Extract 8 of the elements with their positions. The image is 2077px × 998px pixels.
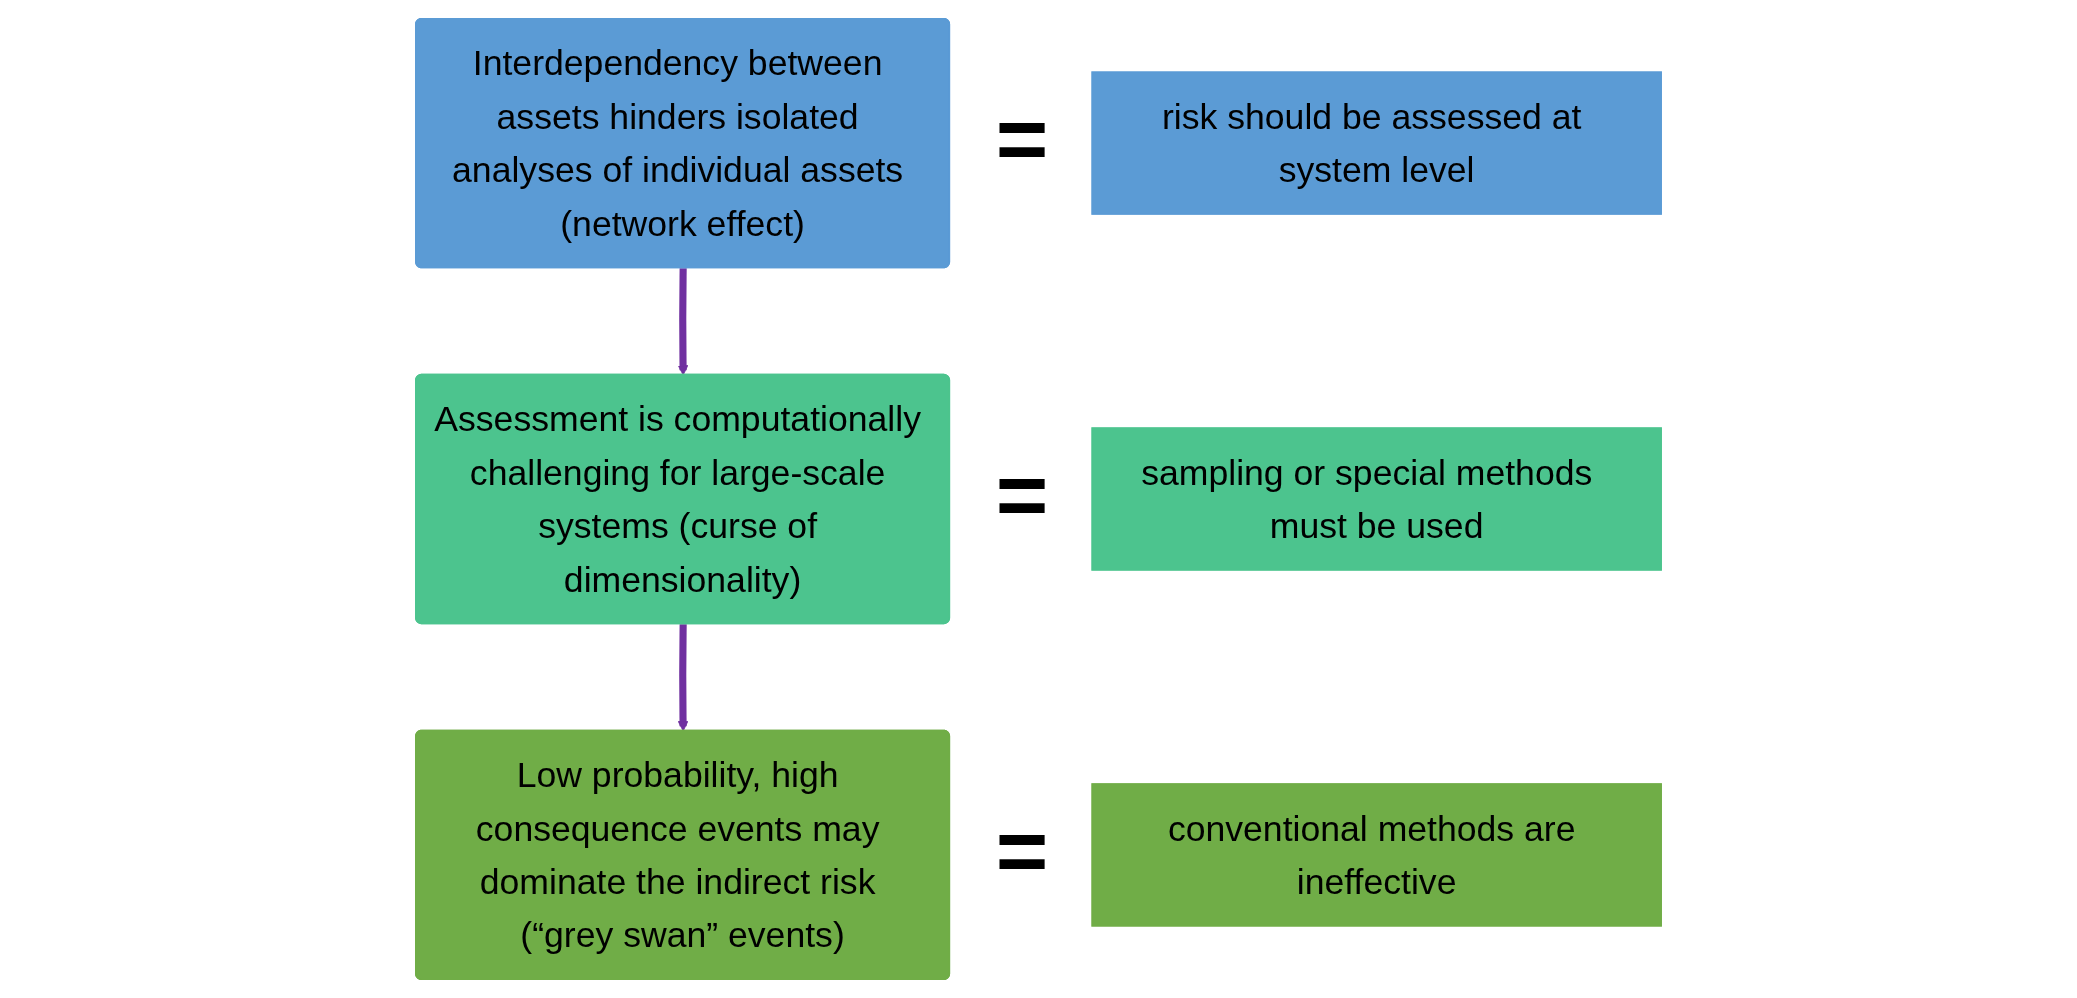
node-box: conventional methods are ineffective bbox=[1091, 783, 1662, 927]
node-box: sampling or special methods must be used bbox=[1091, 427, 1662, 571]
equals-sign: = bbox=[995, 88, 1049, 192]
arrow bbox=[677, 624, 689, 732]
equals-sign: = bbox=[995, 444, 1049, 547]
arrow bbox=[677, 268, 689, 376]
node-box: risk should be assessed at system level bbox=[1091, 71, 1662, 215]
equals-sign: = bbox=[995, 799, 1049, 903]
